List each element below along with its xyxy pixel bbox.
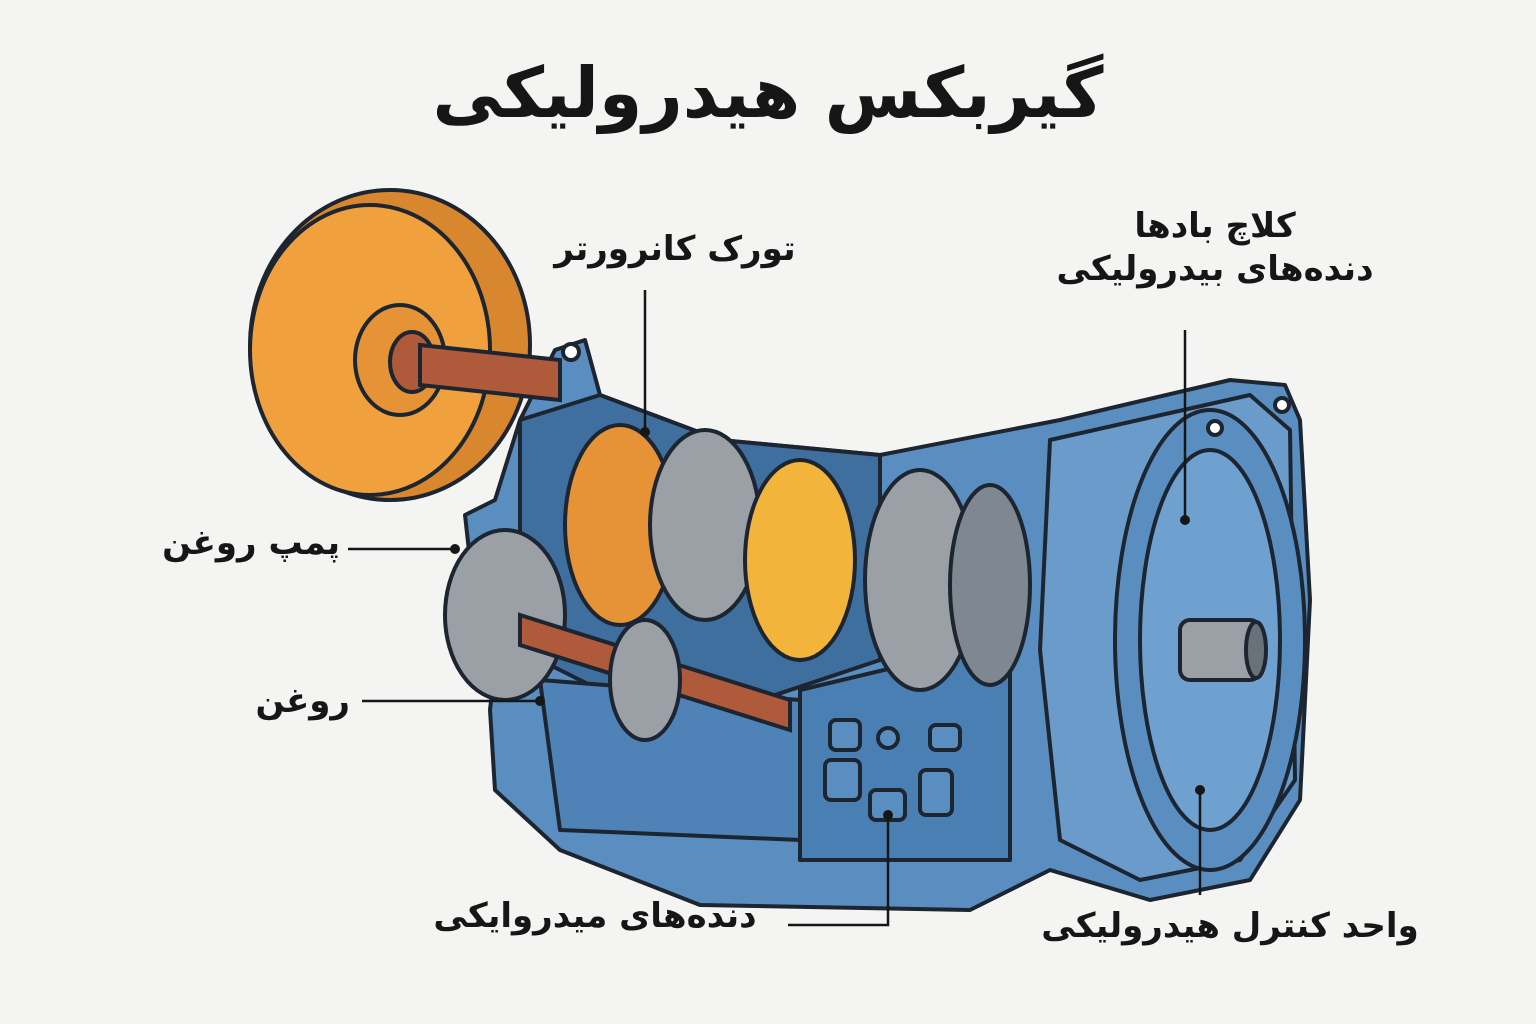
label-oil-pump: پمپ روغن [162,523,340,563]
page-title: گیربکس هیدرولیکی [432,52,1104,134]
label-oil: روغن [255,681,350,721]
oil-pump [443,528,792,742]
label-clutch-line1: کلاچ‌ بادها [1134,206,1296,246]
valve-body [823,718,962,822]
label-clutch-packs: کلاچ‌ بادها دنده‌های بیدرولیکی [1030,205,1400,290]
label-valve-body: واحد کنترل هیدرولیکی [1041,906,1419,946]
label-torque-converter: تورک کانرورتر [554,229,796,269]
gear-stack [563,423,1032,692]
leader-lines [348,290,1202,927]
label-hydraulic-gears: دنده‌های میدروایکی [433,896,757,936]
output-shaft [1178,618,1268,682]
label-clutch-line2: دنده‌های بیدرولیکی [1056,248,1374,289]
leader-gears [788,815,890,927]
input-shaft [418,342,562,403]
torque-converter-drum [248,188,532,502]
